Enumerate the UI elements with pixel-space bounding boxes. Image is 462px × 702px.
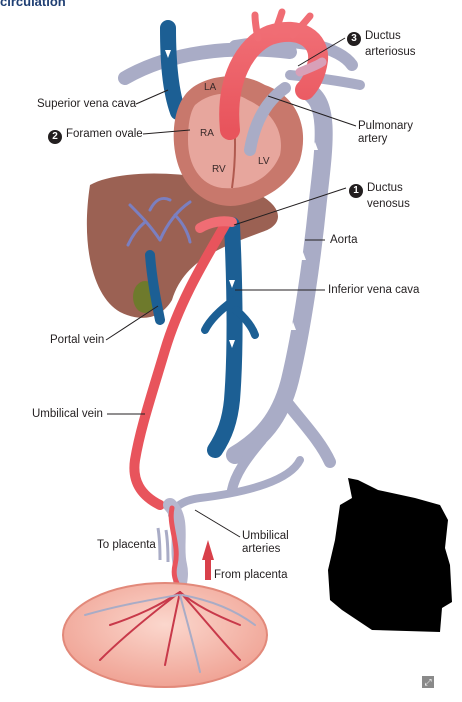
label-pulmonary-artery: Pulmonary artery [358, 120, 413, 145]
black-silhouette [328, 478, 452, 632]
iliac-branch-left [227, 435, 267, 495]
number-badge-1: 1 [349, 184, 363, 198]
label-umbilical-vein: Umbilical vein [32, 408, 103, 420]
arch-branch-1 [251, 11, 262, 42]
arch-branch-2 [271, 8, 286, 36]
iliac-branch-right [279, 394, 336, 468]
chamber-rv: RV [212, 164, 226, 175]
chamber-ra: RA [200, 128, 214, 139]
expand-icon[interactable]: ⤢ [422, 676, 434, 688]
label-umbilical-arteries: Umbilical arteries [242, 530, 289, 555]
ductus-arteriosus-vessel [295, 57, 327, 77]
label-aorta: Aorta [330, 234, 358, 246]
chamber-la: LA [204, 82, 217, 93]
inferior-vena-cava-vessel [207, 217, 243, 458]
placenta [62, 582, 268, 688]
page-title: circulation [0, 0, 66, 9]
to-placenta-arrows [156, 527, 170, 563]
leader-lines [105, 37, 357, 538]
label-portal-vein: Portal vein [50, 334, 105, 346]
descending-aorta [226, 81, 333, 464]
chamber-lv: LV [258, 156, 270, 167]
portal-vein-vessel [145, 250, 165, 325]
label-inferior-vena-cava: Inferior vena cava [328, 284, 420, 296]
ductus-venosus-vessel [195, 216, 237, 233]
ivc-branch-right [232, 306, 259, 339]
placenta-vessels-grey [84, 594, 256, 673]
flow-arrows [148, 50, 318, 430]
ivc-branch-left [201, 296, 238, 334]
label-from-placenta: From placenta [214, 569, 288, 581]
superior-vena-cava-vessel [160, 20, 186, 120]
number-badge-2: 2 [48, 130, 62, 144]
number-badge-3: 3 [347, 32, 361, 46]
label-to-placenta: To placenta [97, 539, 156, 551]
label-superior-vena-cava: Superior vena cava [37, 98, 137, 110]
umbilical-vein-vessel [129, 220, 230, 510]
arch-branch-3 [289, 12, 314, 39]
from-placenta-arrow [202, 540, 214, 560]
liver-veins [126, 196, 192, 247]
pulmonary-trunk [244, 82, 291, 156]
